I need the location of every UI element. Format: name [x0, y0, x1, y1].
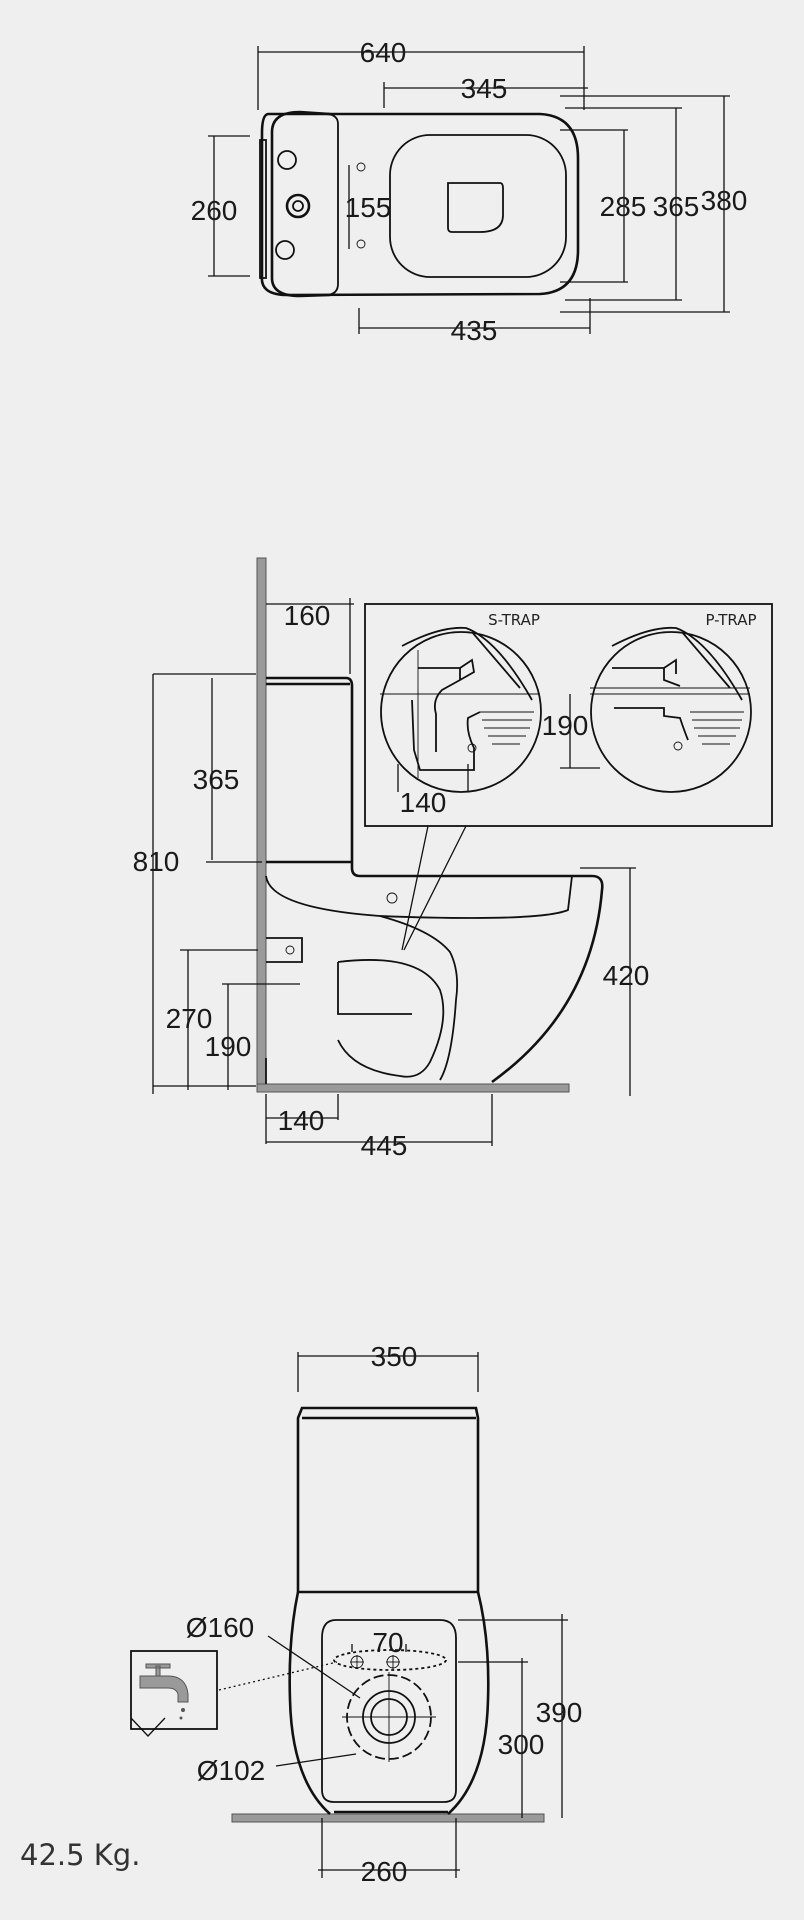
- dim-outlet-wall: 140: [278, 1105, 325, 1136]
- dim-overall-height: 810: [133, 846, 180, 877]
- dim-base-width: 260: [361, 1856, 408, 1887]
- tap-icon: [139, 1663, 189, 1703]
- p-trap-circle: [590, 631, 752, 793]
- front-bowl: [288, 1591, 490, 1815]
- dim-fixing-hole-spacing: 70: [372, 1627, 403, 1658]
- dim-inlet-spacing: 260: [191, 195, 238, 226]
- inlet-bracket: [266, 937, 303, 963]
- fixing-hole-icon: [275, 240, 295, 260]
- dim-cistern-height: 365: [193, 764, 240, 795]
- front-cistern: [296, 1406, 480, 1594]
- s-trap-label: S-TRAP: [488, 611, 540, 629]
- dim-outlet-height: 190: [205, 1031, 252, 1062]
- dim-front-height: 390: [536, 1697, 583, 1728]
- dim-cistern-width: 350: [371, 1341, 418, 1372]
- front-floor: [231, 1813, 545, 1823]
- dim-outlet-outer-diameter: Ø160: [186, 1612, 255, 1643]
- inlet-hole-icon: [285, 193, 311, 219]
- dim-inlet-height: 270: [166, 1003, 213, 1034]
- dim-bowl-width: 365: [653, 191, 700, 222]
- top-view-outline: [260, 112, 580, 297]
- toilet-seat: [389, 134, 567, 278]
- dim-overall-length: 640: [360, 37, 407, 68]
- dim-seat-width: 285: [600, 191, 647, 222]
- dim-outlet-diameter: Ø102: [197, 1755, 266, 1786]
- dim-cistern-depth: 160: [284, 600, 331, 631]
- wall: [256, 557, 267, 1091]
- dim-fixing-height: 300: [498, 1729, 545, 1760]
- dim-bowl-height: 420: [603, 960, 650, 991]
- dim-s-trap-wall: 140: [400, 787, 447, 818]
- cistern-outline: [266, 676, 592, 878]
- dim-fixing-to-front: 435: [451, 315, 498, 346]
- dim-s-trap-height: 190: [542, 710, 589, 741]
- side-view: S-TRAP P-TRAP 190 140 160 365 810 270 19…: [133, 557, 773, 1161]
- weight-label: 42.5 Kg.: [20, 1838, 140, 1872]
- s-trap-circle: [380, 631, 542, 793]
- dim-overall-width: 380: [701, 185, 748, 216]
- dim-bowl-length: 345: [461, 73, 508, 104]
- fixing-ellipse: [333, 1649, 447, 1671]
- fixing-hole-icon: [277, 150, 297, 170]
- front-view: 350 Ø160 70 390 300 Ø102 260: [130, 1341, 583, 1887]
- dim-projection: 445: [361, 1130, 408, 1161]
- floor: [256, 1083, 570, 1093]
- inlet-cross-icon: [285, 945, 295, 955]
- water-supply-box: [130, 1650, 218, 1730]
- trap-detail-box: [364, 603, 773, 827]
- bowl-outline: [491, 874, 604, 1084]
- dim-fixing-spacing: 155: [345, 192, 392, 223]
- p-trap-label: P-TRAP: [705, 611, 756, 629]
- top-view: 640 345 260 155 285 365 380 435: [191, 37, 748, 346]
